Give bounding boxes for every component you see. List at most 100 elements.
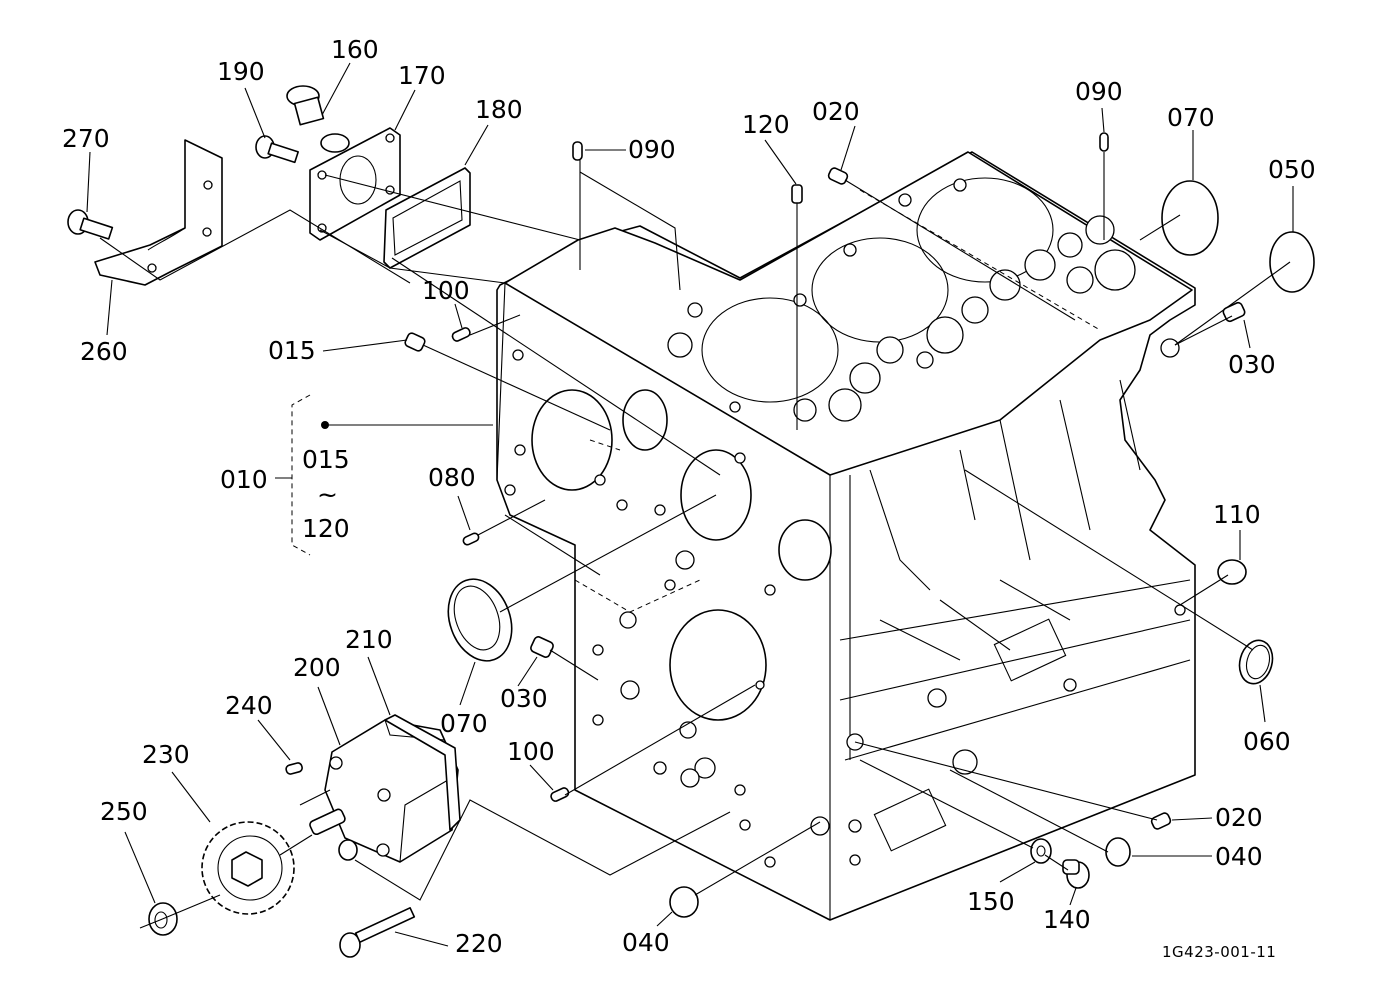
leader-line: [454, 303, 463, 329]
callout-070-plug[interactable]: 070: [1167, 103, 1215, 180]
bolt-190: [255, 135, 299, 164]
assembly-line: [319, 229, 506, 284]
assembly-line: [964, 469, 1254, 651]
callout-label[interactable]: 090: [1075, 77, 1123, 106]
leader-line: [517, 656, 538, 687]
deck-holes: [667, 178, 1136, 422]
callout-label[interactable]: 030: [1228, 350, 1276, 379]
callout-260-bracket[interactable]: 260: [80, 279, 128, 366]
leader-line: [394, 931, 449, 947]
leader-line: [1069, 887, 1077, 906]
callout-090-pin[interactable]: 090: [585, 135, 676, 164]
callout-150-washer[interactable]: 150: [967, 861, 1036, 916]
callout-label[interactable]: 090: [628, 135, 676, 164]
callout-label[interactable]: 020: [812, 97, 860, 126]
callout-label[interactable]: 210: [345, 625, 393, 654]
key-240: [285, 762, 303, 775]
leader-line: [1171, 817, 1213, 821]
callout-label[interactable]: 020: [1215, 803, 1263, 832]
plug-040-right: [1105, 837, 1131, 867]
group-range-start: 015: [302, 445, 350, 474]
callout-label[interactable]: 060: [1243, 727, 1291, 756]
callout-label[interactable]: 180: [475, 95, 523, 124]
group-label: 010: [220, 465, 268, 494]
group-range-end: 120: [302, 514, 350, 543]
callout-240-key[interactable]: 240: [225, 691, 291, 761]
callout-label[interactable]: 240: [225, 691, 273, 720]
callout-160-plug[interactable]: 160: [321, 35, 379, 116]
callout-100-pin[interactable]: 100: [507, 737, 555, 791]
callout-030-plug[interactable]: 030: [1228, 319, 1276, 379]
callout-label[interactable]: 040: [622, 928, 670, 957]
callout-label[interactable]: 260: [80, 337, 128, 366]
leader-line: [322, 339, 408, 352]
leader-line: [840, 125, 856, 171]
callout-label[interactable]: 070: [1167, 103, 1215, 132]
callout-label[interactable]: 100: [507, 737, 555, 766]
callout-090-pin[interactable]: 090: [1075, 77, 1123, 133]
callout-label[interactable]: 120: [742, 110, 790, 139]
bolt-270: [67, 209, 114, 240]
callout-030-plug[interactable]: 030: [500, 656, 548, 713]
callout-label[interactable]: 150: [967, 887, 1015, 916]
callout-100-pin[interactable]: 100: [422, 276, 470, 329]
callout-020-plug[interactable]: 020: [1171, 803, 1263, 832]
callout-270-bolt[interactable]: 270: [62, 124, 110, 213]
callout-250-nut[interactable]: 250: [100, 797, 156, 904]
callout-020-plug[interactable]: 020: [812, 97, 860, 171]
callout-190-bolt[interactable]: 190: [217, 57, 266, 139]
callout-label[interactable]: 080: [428, 463, 476, 492]
callout-210-gasket[interactable]: 210: [345, 625, 393, 716]
pin-090-right: [1099, 132, 1109, 152]
callout-110-pipe[interactable]: 110: [1213, 500, 1261, 560]
group-range-separator: ~: [317, 480, 338, 509]
callout-040-plug[interactable]: 040: [622, 911, 673, 957]
callout-label[interactable]: 160: [331, 35, 379, 64]
crankcase-block: [496, 151, 1196, 921]
leader-line: [124, 831, 156, 904]
callout-220-bolt[interactable]: 220: [394, 929, 503, 958]
callout-080-pin[interactable]: 080: [428, 463, 476, 531]
callout-label[interactable]: 190: [217, 57, 265, 86]
assembly-line: [324, 174, 581, 241]
callout-140-plug[interactable]: 140: [1043, 887, 1091, 934]
plug-030-right: [1222, 301, 1246, 323]
face-holes: [504, 349, 776, 868]
callout-label[interactable]: 170: [398, 61, 446, 90]
callout-label[interactable]: 250: [100, 797, 148, 826]
leader-line: [244, 87, 266, 139]
callout-label[interactable]: 030: [500, 684, 548, 713]
callout-label[interactable]: 040: [1215, 842, 1263, 871]
callout-layer: 270 190 160 170 180 260 100 015 090 120 020 090 070 0…: [62, 35, 1316, 958]
assembly-line: [949, 769, 1109, 853]
callout-120-pipe[interactable]: 120: [742, 110, 797, 185]
pin-090-left: [572, 141, 583, 161]
callout-label[interactable]: 140: [1043, 905, 1091, 934]
callout-label[interactable]: 220: [455, 929, 503, 958]
callout-180-gasket[interactable]: 180: [464, 95, 523, 166]
callout-060-seal[interactable]: 060: [1243, 684, 1291, 756]
callout-040-plug[interactable]: 040: [1132, 842, 1263, 871]
assembly-line: [1174, 315, 1233, 346]
callout-label[interactable]: 050: [1268, 155, 1316, 184]
plug-050: [1269, 231, 1315, 293]
callout-label[interactable]: 270: [62, 124, 110, 153]
callout-label[interactable]: 070: [440, 709, 488, 738]
callout-050-plug[interactable]: 050: [1268, 155, 1316, 232]
leader-line: [257, 719, 291, 761]
callout-label[interactable]: 100: [422, 276, 470, 305]
callout-015-plug[interactable]: 015: [268, 336, 408, 365]
callout-label[interactable]: 200: [293, 653, 341, 682]
assembly-line: [139, 894, 221, 929]
callout-label[interactable]: 015: [268, 336, 316, 365]
leader-line: [464, 124, 489, 166]
callout-label[interactable]: 110: [1213, 500, 1261, 529]
callout-230-gear[interactable]: 230: [142, 740, 211, 823]
callout-label[interactable]: 230: [142, 740, 190, 769]
callout-200-oil-pump[interactable]: 200: [293, 653, 341, 746]
leader-line: [764, 139, 797, 185]
callout-070-seal[interactable]: 070: [440, 661, 488, 738]
callout-170-cover[interactable]: 170: [394, 61, 446, 131]
pipe-120: [791, 184, 803, 204]
leader-line: [1243, 319, 1251, 349]
